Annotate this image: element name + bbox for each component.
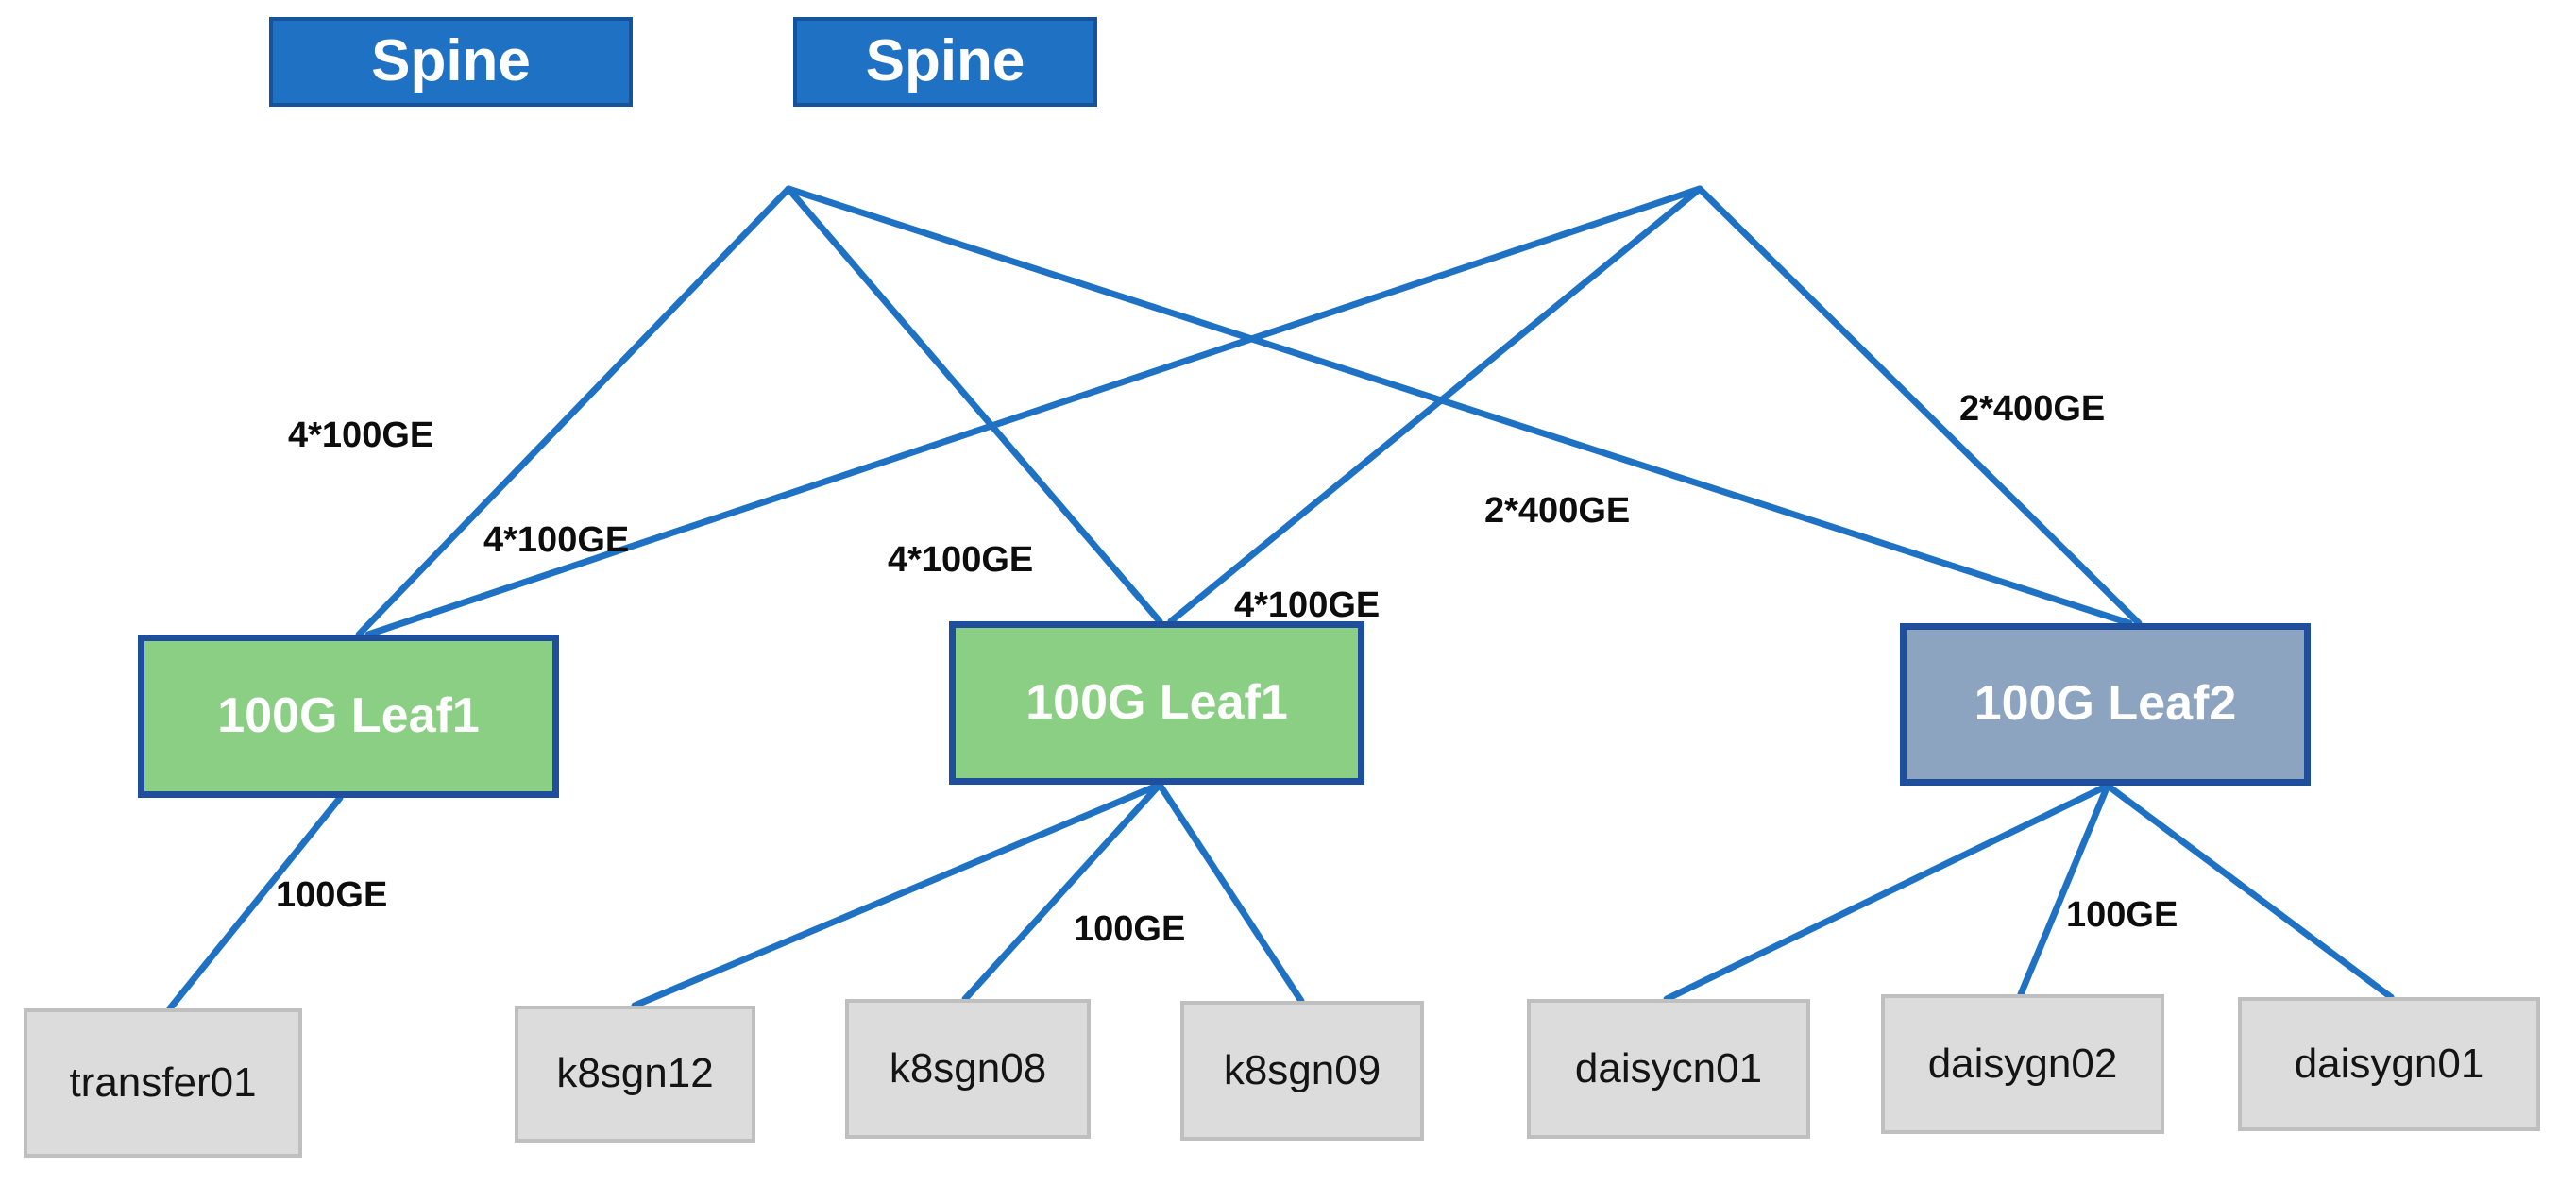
topology-link <box>1663 782 2111 1003</box>
server-node-srv-daisycn01[interactable]: daisycn01 <box>1527 999 1810 1139</box>
link-speed-label: 2*400GE <box>1959 389 2106 429</box>
link-speed-label: 100GE <box>2066 895 2178 935</box>
topology-link <box>1156 781 1305 1005</box>
topology-link <box>2017 782 2111 998</box>
server-node-label: k8sgn09 <box>1223 1046 1381 1093</box>
link-speed-label: 100GE <box>1074 909 1186 949</box>
leaf-node-leaf-c[interactable]: 100G Leaf2 <box>1900 623 2311 786</box>
link-speed-label: 100GE <box>276 875 388 915</box>
server-node-label: k8sgn12 <box>556 1050 714 1097</box>
topology-link <box>1696 185 2143 627</box>
topology-link <box>355 185 792 638</box>
spine-node-spine-2[interactable]: Spine <box>793 17 1097 107</box>
server-node-srv-k8sgn12[interactable]: k8sgn12 <box>515 1006 755 1143</box>
links-group <box>166 185 2395 1012</box>
server-node-label: k8sgn08 <box>889 1044 1047 1092</box>
leaf-node-label: 100G Leaf1 <box>217 687 480 743</box>
leaf-node-label: 100G Leaf1 <box>1025 674 1288 730</box>
server-node-srv-k8sgn08[interactable]: k8sgn08 <box>845 999 1091 1139</box>
leaf-node-leaf-a[interactable]: 100G Leaf1 <box>138 635 559 798</box>
topology-link <box>785 185 1163 625</box>
link-speed-label: 4*100GE <box>288 415 434 455</box>
spine-node-label: Spine <box>371 28 531 94</box>
topology-link <box>166 794 344 1012</box>
server-node-srv-daisygn01[interactable]: daisygn01 <box>2238 997 2540 1131</box>
topology-link <box>364 185 1703 638</box>
server-node-srv-k8sgn09[interactable]: k8sgn09 <box>1180 1001 1424 1141</box>
topology-link <box>631 781 1163 1009</box>
spine-node-label: Spine <box>865 28 1025 94</box>
server-node-label: daisycn01 <box>1574 1044 1763 1092</box>
topology-link <box>961 781 1163 1003</box>
spine-node-spine-1[interactable]: Spine <box>269 17 633 107</box>
server-node-label: transfer01 <box>69 1058 257 1106</box>
server-node-label: daisygn01 <box>2294 1040 2484 1087</box>
link-speed-label: 4*100GE <box>888 540 1034 580</box>
link-speed-label: 4*100GE <box>483 520 630 560</box>
server-node-srv-daisygn02[interactable]: daisygn02 <box>1881 994 2164 1134</box>
server-node-label: daisygn02 <box>1927 1040 2118 1087</box>
server-node-srv-transfer01[interactable]: transfer01 <box>24 1008 302 1158</box>
topology-link <box>1167 185 1703 625</box>
topology-link <box>2104 782 2395 1001</box>
link-speed-label: 4*100GE <box>1234 585 1381 625</box>
leaf-node-label: 100G Leaf2 <box>1974 676 2237 732</box>
link-speed-label: 2*400GE <box>1484 491 1631 531</box>
topology-link <box>785 185 2133 627</box>
leaf-node-leaf-b[interactable]: 100G Leaf1 <box>949 621 1364 785</box>
